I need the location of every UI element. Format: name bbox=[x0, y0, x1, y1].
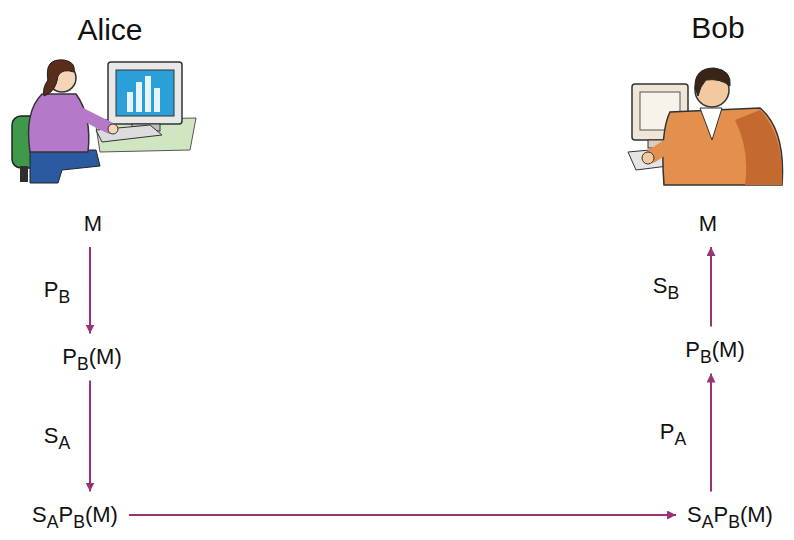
glyph: A bbox=[47, 512, 59, 532]
message-state: M bbox=[79, 207, 107, 241]
key-label: SB bbox=[651, 273, 681, 300]
glyph: A bbox=[702, 512, 714, 532]
glyph: ) bbox=[114, 344, 121, 369]
person-name: Bob bbox=[691, 11, 744, 45]
glyph: ) bbox=[766, 502, 773, 527]
glyph: P bbox=[714, 502, 729, 527]
arrow bbox=[89, 381, 91, 492]
message-state: SAPB(M) bbox=[682, 498, 778, 533]
message-text: PB(M) bbox=[62, 344, 121, 371]
person-name: Alice bbox=[77, 13, 142, 47]
message-text: M bbox=[699, 211, 717, 237]
glyph: M bbox=[747, 502, 765, 527]
glyph: B bbox=[667, 283, 679, 303]
glyph: M bbox=[719, 337, 737, 362]
arrow bbox=[89, 247, 91, 334]
glyph: B bbox=[58, 287, 70, 307]
message-text: SAPB(M) bbox=[687, 502, 773, 529]
glyph: ) bbox=[737, 337, 744, 362]
bob-figure bbox=[628, 68, 783, 185]
glyph: A bbox=[58, 433, 70, 453]
arrow bbox=[710, 247, 712, 327]
glyph: M bbox=[96, 344, 114, 369]
glyph: B bbox=[728, 512, 740, 532]
key-label: SA bbox=[42, 423, 72, 450]
message-text: SAPB(M) bbox=[32, 502, 118, 529]
glyph: B bbox=[73, 512, 85, 532]
key-label: PA bbox=[658, 419, 688, 446]
glyph: ) bbox=[111, 502, 118, 527]
glyph: S bbox=[687, 502, 702, 527]
glyph: P bbox=[59, 502, 74, 527]
glyph: P bbox=[660, 419, 675, 444]
arrow bbox=[129, 514, 676, 516]
glyph: M bbox=[84, 211, 102, 236]
glyph: S bbox=[44, 423, 59, 448]
message-text: M bbox=[84, 211, 102, 237]
glyph: ( bbox=[740, 502, 747, 527]
message-state: PB(M) bbox=[680, 333, 749, 368]
glyph: A bbox=[674, 429, 686, 449]
glyph: P bbox=[62, 344, 77, 369]
glyph: M bbox=[92, 502, 110, 527]
glyph: S bbox=[32, 502, 47, 527]
glyph: M bbox=[699, 211, 717, 236]
message-state: PB(M) bbox=[57, 340, 126, 375]
alice-figure bbox=[12, 60, 196, 183]
key-label: PB bbox=[42, 277, 72, 304]
message-state: M bbox=[694, 207, 722, 241]
message-text: PB(M) bbox=[685, 337, 744, 364]
glyph: B bbox=[77, 354, 89, 374]
glyph: B bbox=[700, 347, 712, 367]
glyph: ( bbox=[712, 337, 719, 362]
glyph: P bbox=[44, 277, 59, 302]
glyph: ( bbox=[85, 502, 92, 527]
arrow bbox=[710, 374, 712, 492]
glyph: S bbox=[653, 273, 668, 298]
glyph: P bbox=[685, 337, 700, 362]
glyph: ( bbox=[89, 344, 96, 369]
message-state: SAPB(M) bbox=[27, 498, 123, 533]
